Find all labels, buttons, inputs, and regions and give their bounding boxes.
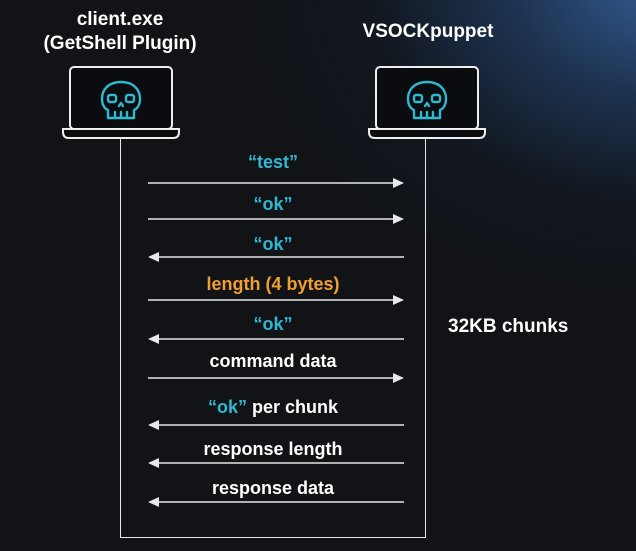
message-label: “ok” per chunk: [120, 397, 426, 418]
arrow-left: [148, 497, 404, 507]
message-label-part: “ok”: [253, 234, 293, 254]
arrow-right: [148, 295, 404, 305]
message-label-part: response length: [203, 439, 343, 459]
arrow-left: [148, 252, 404, 262]
message-label: response data: [120, 478, 426, 499]
message-label-part: “ok”: [207, 397, 247, 417]
arrow-right: [148, 373, 404, 383]
message-label: length (4 bytes): [120, 274, 426, 295]
message-label-part: command data: [209, 351, 337, 371]
message-label-part: “ok”: [253, 194, 293, 214]
arrow-left: [148, 334, 404, 344]
vsockpuppet-actor-title: VSOCKpuppet: [362, 21, 494, 42]
message-label: command data: [120, 351, 426, 372]
message-label-part: response data: [211, 478, 335, 498]
message-label: “test”: [120, 152, 426, 173]
arrow-left: [148, 420, 404, 430]
skull-laptop-icon: [62, 66, 180, 139]
message-label-part: length (4 bytes): [206, 274, 340, 294]
message-label-part: “test”: [247, 152, 298, 172]
arrow-right: [148, 214, 404, 224]
chunk-size-note: 32KB chunks: [448, 316, 569, 337]
message-label: response length: [120, 439, 426, 460]
message-label: “ok”: [120, 234, 426, 255]
message-label-part: per chunk: [246, 397, 339, 417]
arrow-right: [148, 178, 404, 188]
client-actor-title: client.exe (GetShell Plugin): [43, 9, 197, 54]
lifelines-frame: [120, 138, 426, 538]
message-label: “ok”: [120, 194, 426, 215]
message-label: “ok”: [120, 314, 426, 335]
message-label-part: “ok”: [253, 314, 293, 334]
arrow-left: [148, 458, 404, 468]
skull-laptop-icon: [368, 66, 486, 139]
